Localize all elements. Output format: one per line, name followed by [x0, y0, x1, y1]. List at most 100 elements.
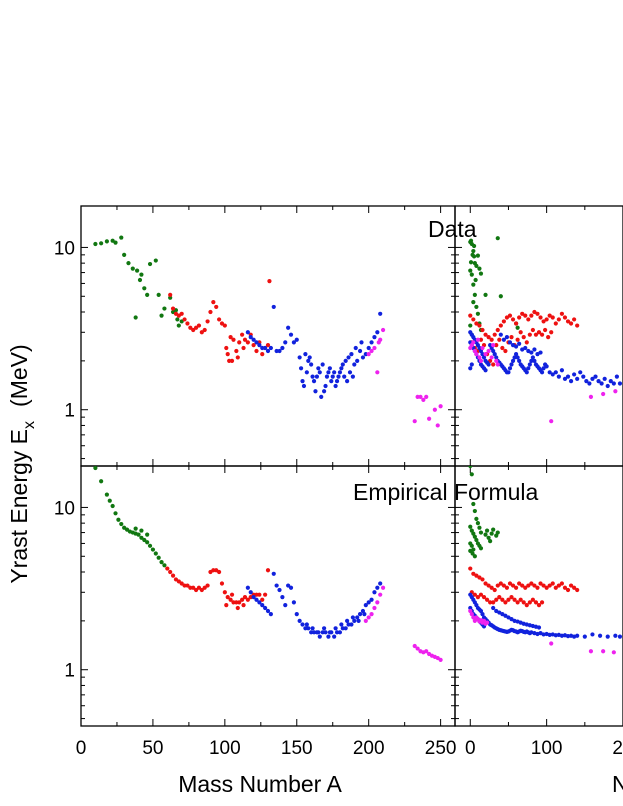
y-axis-label-subscript: x — [21, 421, 38, 429]
point-red — [170, 573, 176, 578]
point-blue — [526, 366, 531, 371]
point-red — [559, 581, 565, 586]
point-red — [170, 306, 176, 311]
point-green — [104, 239, 109, 244]
x-axis-label-mass: Mass Number A — [178, 771, 342, 797]
point-blue — [343, 626, 348, 631]
point-red — [517, 581, 522, 586]
point-green — [153, 551, 158, 556]
point-red — [188, 325, 193, 330]
point-blue — [360, 355, 366, 360]
point-magenta — [415, 646, 420, 651]
point-red — [498, 581, 503, 586]
point-magenta — [480, 345, 485, 351]
point-blue — [605, 383, 610, 389]
point-blue — [343, 358, 348, 363]
point-red — [507, 313, 513, 318]
point-red — [538, 581, 543, 586]
point-green — [139, 528, 144, 533]
point-blue — [532, 358, 537, 363]
point-green — [478, 271, 484, 276]
point-red — [254, 592, 259, 597]
point-red — [503, 348, 508, 354]
point-magenta — [472, 348, 477, 354]
point-magenta — [484, 620, 490, 625]
point-red — [572, 585, 577, 590]
point-blue — [527, 362, 532, 367]
point-green — [99, 479, 104, 484]
point-red — [533, 600, 539, 605]
point-green — [147, 261, 153, 267]
point-blue — [297, 618, 302, 623]
point-blue — [352, 362, 357, 367]
points — [93, 466, 443, 662]
point-blue — [349, 622, 354, 627]
point-red — [228, 597, 233, 602]
point-blue — [326, 634, 331, 639]
point-red — [515, 600, 520, 605]
point-red — [214, 304, 219, 310]
y-tick-label: 10 — [54, 238, 75, 259]
point-red — [532, 309, 537, 315]
point-blue — [286, 325, 291, 330]
point-red — [521, 600, 526, 605]
point-red — [260, 352, 265, 357]
point-blue — [541, 366, 546, 371]
point-magenta — [412, 643, 417, 649]
point-green — [473, 277, 478, 283]
point-green — [471, 300, 476, 305]
x-tick-label: 100 — [209, 738, 241, 759]
point-green — [113, 240, 118, 245]
point-red — [539, 600, 545, 605]
point-magenta — [421, 397, 426, 402]
point-magenta — [424, 649, 429, 654]
point-green — [475, 253, 481, 258]
point-red — [168, 292, 173, 297]
point-red — [483, 332, 488, 337]
point-green — [113, 511, 118, 516]
point-blue — [322, 626, 327, 631]
point-blue — [311, 379, 317, 384]
point-magenta — [369, 348, 374, 354]
point-magenta — [475, 337, 481, 342]
point-green — [469, 272, 474, 277]
point-red — [527, 600, 532, 605]
point-green — [468, 524, 473, 529]
y-tick-label: 1 — [64, 661, 75, 682]
point-blue — [345, 618, 350, 623]
points — [468, 236, 623, 424]
point-green — [489, 531, 494, 536]
point-blue — [517, 341, 522, 346]
point-blue — [339, 622, 344, 627]
point-blue — [350, 374, 355, 379]
point-blue — [339, 366, 344, 371]
y-axis-label-unit: (MeV) — [6, 344, 32, 407]
point-blue — [513, 344, 519, 349]
point-red — [523, 585, 528, 590]
point-blue — [494, 355, 499, 360]
point-blue — [316, 630, 321, 635]
point-blue — [590, 632, 595, 637]
point-magenta — [363, 618, 368, 623]
point-red — [517, 315, 522, 320]
point-green — [139, 272, 144, 277]
panel-2 — [448, 205, 623, 467]
point-red — [536, 330, 542, 335]
point-blue — [544, 364, 549, 369]
point-red — [225, 352, 230, 357]
point-green — [468, 268, 473, 273]
point-red — [227, 358, 232, 363]
point-blue — [530, 355, 535, 360]
point-red — [254, 348, 259, 354]
point-red — [491, 362, 496, 367]
point-red — [477, 323, 482, 328]
point-green — [483, 292, 488, 297]
point-green — [110, 503, 115, 509]
y-tick-label: 1 — [64, 401, 75, 422]
point-magenta — [415, 394, 420, 399]
point-green — [145, 292, 150, 297]
point-green — [122, 252, 127, 257]
point-blue — [245, 330, 250, 335]
point-red — [242, 595, 248, 600]
point-blue — [316, 366, 321, 371]
